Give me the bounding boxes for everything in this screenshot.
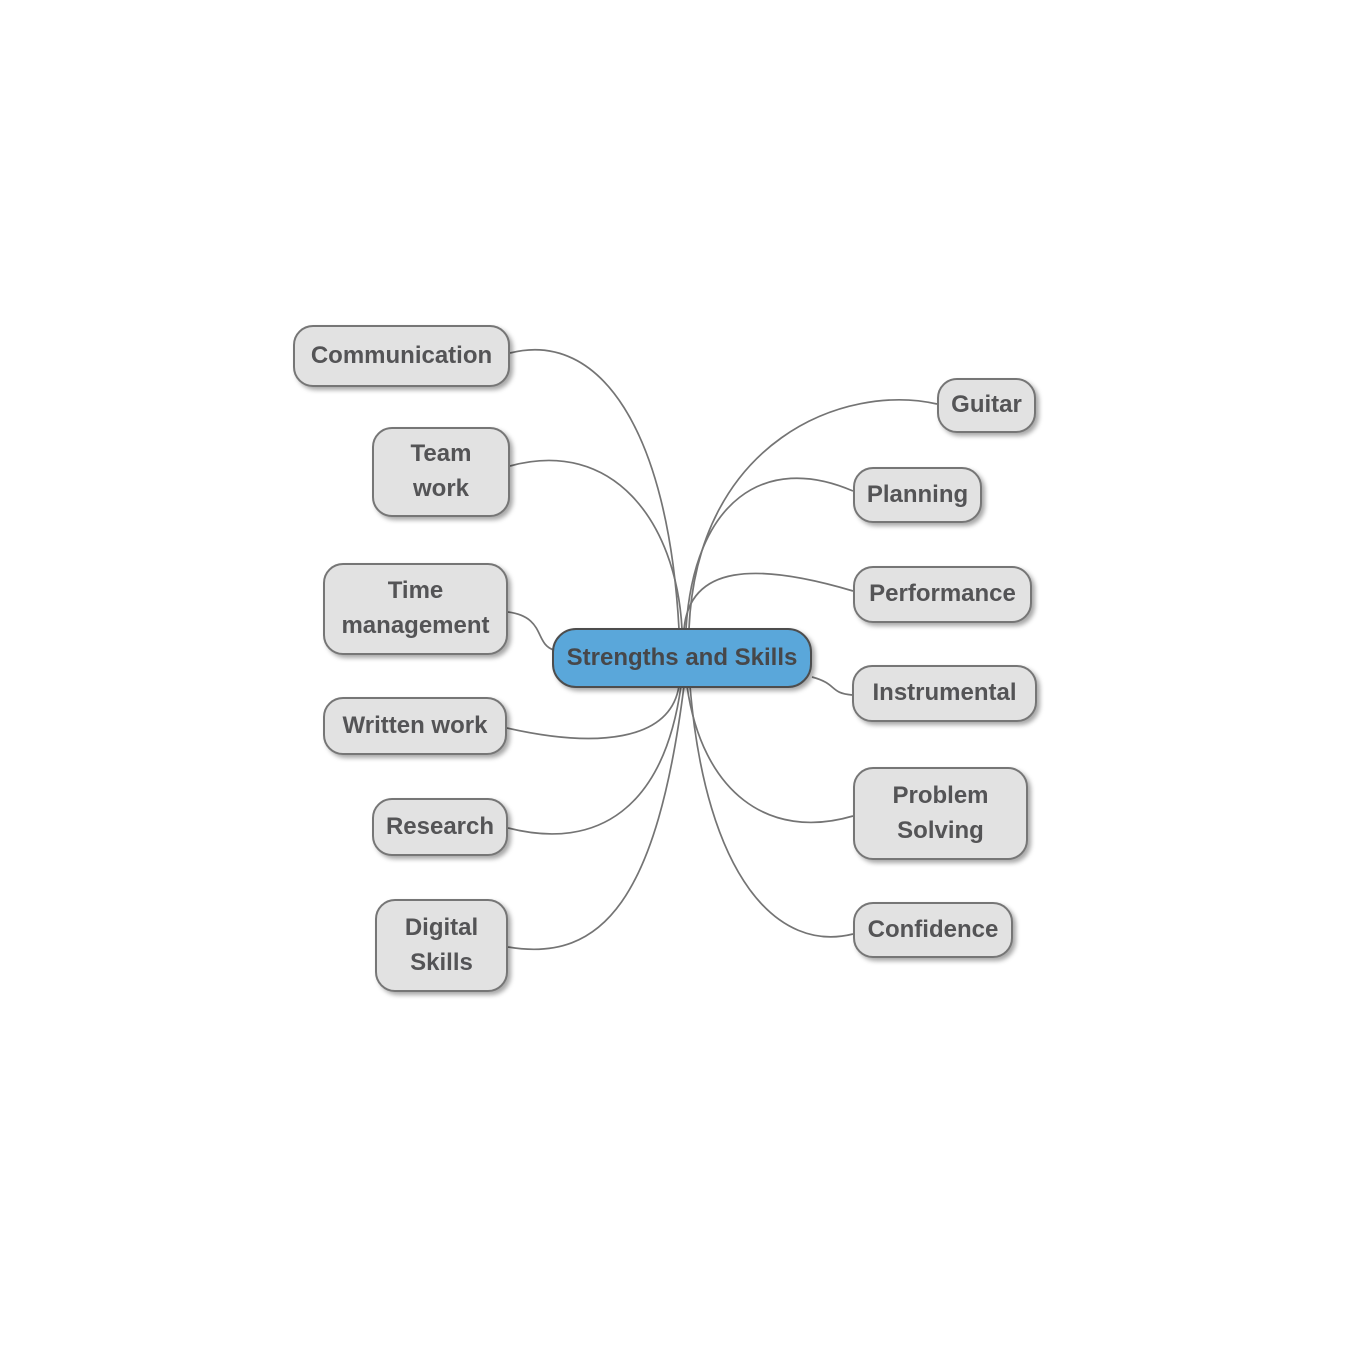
node-written-work[interactable]: Written work [323, 697, 507, 755]
edge-problem-solving [686, 685, 854, 824]
node-problem-solving[interactable]: Problem Solving [853, 767, 1028, 860]
node-time-management[interactable]: Time management [323, 563, 508, 655]
node-performance[interactable]: Performance [853, 566, 1032, 623]
edge-planning [685, 477, 854, 630]
node-time-management-label: Time management [341, 577, 490, 639]
node-instrumental[interactable]: Instrumental [852, 665, 1037, 722]
edge-written-work [506, 685, 680, 740]
node-guitar-label: Guitar [951, 391, 1022, 419]
node-digital-skills[interactable]: Digital Skills [375, 899, 508, 992]
node-confidence-label: Confidence [867, 915, 999, 943]
node-guitar[interactable]: Guitar [937, 378, 1036, 433]
node-planning[interactable]: Planning [853, 467, 982, 523]
node-problem-solving-label: Problem Solving [892, 781, 989, 844]
edge-team-work [509, 459, 683, 630]
edge-performance [683, 572, 854, 630]
edge-research [507, 685, 682, 835]
node-center-topic[interactable]: Strengths and Skills [552, 628, 812, 688]
node-confidence[interactable]: Confidence [853, 902, 1013, 958]
node-instrumental-label: Instrumental [872, 679, 1017, 707]
node-performance-label: Performance [869, 580, 1016, 608]
edge-time-management [507, 611, 555, 651]
node-written-work-label: Written work [342, 711, 488, 739]
node-planning-label: Planning [866, 480, 969, 508]
edge-digital-skills [507, 685, 685, 951]
node-center-topic-label: Strengths and Skills [566, 643, 798, 671]
node-communication-label: Communication [310, 341, 493, 369]
edge-instrumental [811, 676, 853, 696]
edge-confidence [689, 685, 854, 938]
node-research[interactable]: Research [372, 798, 508, 856]
node-research-label: Research [385, 812, 495, 840]
edge-communication [509, 348, 680, 630]
node-team-work[interactable]: Team work [372, 427, 510, 517]
node-communication[interactable]: Communication [293, 325, 510, 387]
node-team-work-label: Team work [410, 440, 472, 502]
node-digital-skills-label: Digital Skills [404, 913, 479, 976]
